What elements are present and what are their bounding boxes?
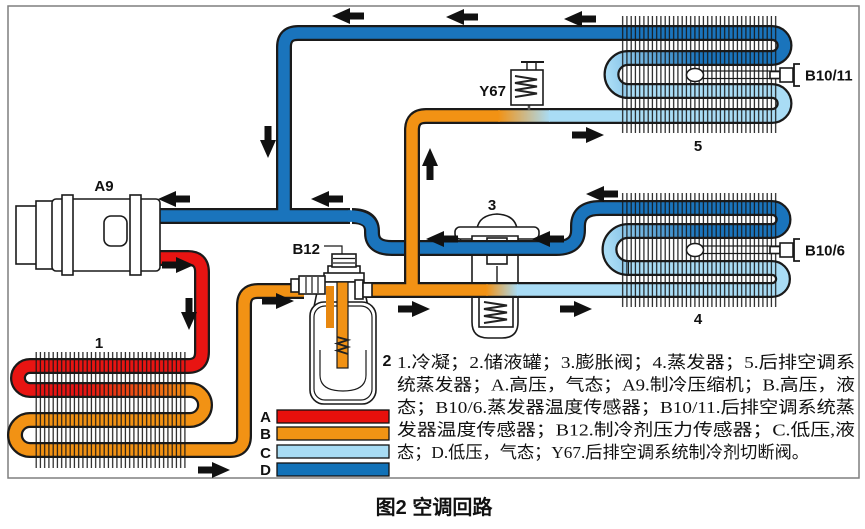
rear-sensor-bulb bbox=[685, 67, 705, 83]
legend-bar-b bbox=[276, 426, 390, 441]
shutoff-valve-spring bbox=[514, 75, 538, 98]
pressure-sensor-leader bbox=[324, 245, 343, 254]
front-evap-temp-sensor bbox=[685, 238, 800, 262]
pressure-sensor-ribs bbox=[333, 257, 355, 264]
rear-sensor-bracket bbox=[793, 63, 800, 87]
front-sensor-sleeve bbox=[769, 245, 781, 255]
receiver-center-tube bbox=[336, 281, 349, 369]
compressor-pulley bbox=[15, 205, 39, 265]
front-sensor-bracket bbox=[793, 238, 800, 262]
compressor-label: A9 bbox=[94, 178, 113, 195]
compressor-rib-right bbox=[129, 194, 142, 276]
receiver-outlet-fitting-b bbox=[362, 282, 373, 298]
component-notes: 1.冷凝；2.储液罐；3.膨胀阀；4.蒸发器；5.后排空调系 统蒸发器；A.高压… bbox=[397, 353, 855, 462]
compressor bbox=[15, 194, 161, 276]
pressure-sensor-body bbox=[331, 253, 357, 268]
legend-key-b: B bbox=[260, 426, 271, 443]
rear-evaporator-label: 5 bbox=[694, 138, 702, 155]
rear-supply-orange bbox=[406, 110, 500, 294]
condenser-fins bbox=[33, 352, 187, 468]
notes-line-1: 1.冷凝；2.储液罐；3.膨胀阀；4.蒸发器；5.后排空调系 bbox=[397, 353, 855, 372]
receiver-drier bbox=[290, 245, 377, 405]
receiver-label: 2 bbox=[383, 353, 392, 370]
shutoff-valve-label: Y67 bbox=[479, 83, 506, 100]
rear-sensor-sleeve bbox=[769, 70, 781, 80]
legend: A B C D bbox=[260, 409, 390, 479]
legend-key-d: D bbox=[260, 462, 271, 479]
expansion-valve-cap bbox=[476, 213, 518, 230]
expansion-valve-spring bbox=[483, 301, 508, 324]
receiver-tube-spring bbox=[333, 336, 352, 355]
condenser-label: 1 bbox=[95, 335, 103, 352]
notes-line-2: 统蒸发器；A.高压，气态；A9.制冷压缩机；B.高压，液 bbox=[397, 376, 855, 395]
receiver-inlet-threads bbox=[305, 277, 319, 293]
discharge-pipe-red bbox=[12, 252, 208, 396]
front-evap-sensor-label: B10/6 bbox=[805, 243, 845, 260]
legend-bar-d bbox=[276, 462, 390, 477]
receiver-pickup bbox=[319, 350, 367, 392]
rear-evap-sensor-label: B10/11 bbox=[805, 68, 853, 85]
receiver-inlet-tube bbox=[326, 286, 334, 328]
receiver-outlet-fitting-a bbox=[354, 279, 364, 300]
front-sensor-bulb bbox=[685, 242, 705, 258]
legend-key-c: C bbox=[260, 445, 271, 462]
shutoff-valve-leads bbox=[526, 62, 537, 70]
compressor-port bbox=[103, 215, 128, 247]
rear-evap-temp-sensor bbox=[685, 63, 800, 87]
pressure-sensor-label: B12 bbox=[292, 241, 320, 258]
evaporator-return-pipe bbox=[347, 202, 790, 254]
expansion-valve-label: 3 bbox=[488, 197, 496, 214]
compressor-clutch bbox=[35, 200, 54, 270]
shutoff-valve bbox=[510, 61, 544, 110]
receiver-inlet-fitting-a bbox=[290, 278, 300, 293]
liquid-pipe-orange bbox=[9, 285, 304, 456]
notes-line-5: 态；D.低压，气态；Y67.后排空调系统制冷剂切断阀。 bbox=[397, 443, 809, 462]
front-sensor-connector bbox=[779, 242, 794, 258]
legend-key-a: A bbox=[260, 409, 271, 426]
legend-bar-a bbox=[276, 409, 390, 424]
compressor-rib-left bbox=[61, 194, 74, 276]
evaporator-label: 4 bbox=[694, 311, 703, 328]
figure-caption: 图2 空调回路 bbox=[376, 495, 494, 519]
rear-sensor-connector bbox=[779, 67, 794, 83]
notes-line-4: 发器温度传感器；B12.制冷剂压力传感器；C.低压,液 bbox=[397, 421, 855, 440]
notes-line-3: 态；B10/6.蒸发器温度传感器；B10/11.后排空调系统蒸 bbox=[397, 398, 855, 417]
legend-bar-c bbox=[276, 444, 390, 459]
